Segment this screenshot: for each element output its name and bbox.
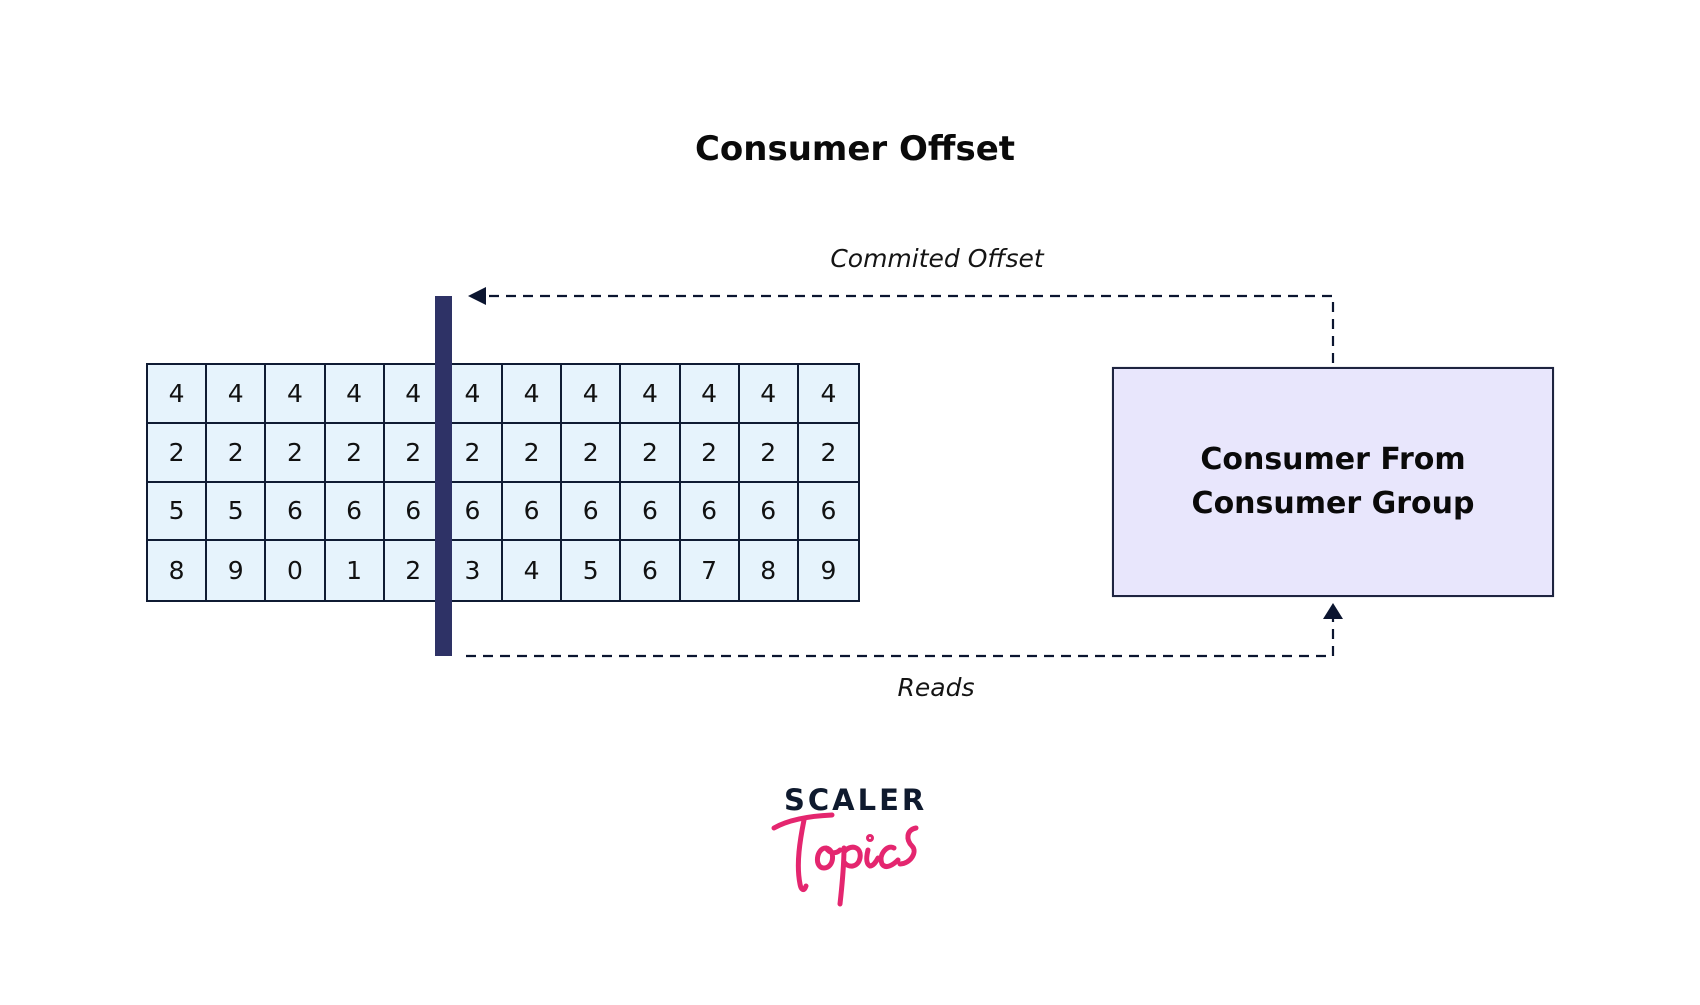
reads-arrowhead-icon xyxy=(1323,603,1343,619)
grid-cell: 2 xyxy=(562,423,622,483)
diagram-title: Consumer Offset xyxy=(694,129,1016,169)
reads-arrow-line xyxy=(466,619,1335,658)
grid-cell: 2 xyxy=(325,423,385,483)
grid-cell: 4 xyxy=(798,365,858,424)
grid-cell: 3 xyxy=(443,541,503,600)
grid-cell: 6 xyxy=(443,482,503,542)
grid-cell: 2 xyxy=(148,423,208,483)
grid-cell: 6 xyxy=(798,482,858,542)
grid-cell: 5 xyxy=(562,541,622,600)
grid-cell: 4 xyxy=(148,365,208,424)
grid-cell: 6 xyxy=(621,482,681,542)
grid-cell: 8 xyxy=(148,541,208,600)
grid-cell: 7 xyxy=(680,541,740,600)
grid-cell: 4 xyxy=(739,365,799,424)
grid-cell: 6 xyxy=(266,482,326,542)
grid-cell: 5 xyxy=(148,482,208,542)
grid-cell: 6 xyxy=(739,482,799,542)
grid-cell: 4 xyxy=(266,365,326,424)
grid-cell: 0 xyxy=(266,541,326,600)
grid-cell: 1 xyxy=(325,541,385,600)
grid-cell: 2 xyxy=(207,423,267,483)
logo-topics-script-icon xyxy=(771,812,919,907)
grid-cell: 4 xyxy=(384,365,444,424)
grid-cell: 9 xyxy=(207,541,267,600)
grid-cell: 2 xyxy=(503,423,563,483)
grid-cell: 4 xyxy=(207,365,267,424)
consumer-box-line-2: Consumer Group xyxy=(1191,486,1475,521)
grid-cell: 2 xyxy=(443,423,503,483)
grid-cell: 8 xyxy=(739,541,799,600)
grid-cell: 6 xyxy=(503,482,563,542)
consumer-box-line-1: Consumer From xyxy=(1200,442,1466,477)
committed-offset-arrowhead-icon xyxy=(468,287,486,305)
reads-label: Reads xyxy=(897,673,975,702)
grid-cell: 4 xyxy=(621,365,681,424)
committed-offset-marker xyxy=(435,296,452,656)
grid-cell: 4 xyxy=(680,365,740,424)
logo-brand-text: SCALER xyxy=(784,783,928,817)
grid-cell: 4 xyxy=(325,365,385,424)
grid-cell: 6 xyxy=(325,482,385,542)
grid-cell: 6 xyxy=(562,482,622,542)
grid-cell: 5 xyxy=(207,482,267,542)
grid-cell: 2 xyxy=(621,423,681,483)
grid-cell: 6 xyxy=(384,482,444,542)
consumer-group-box: Consumer From Consumer Group xyxy=(1112,367,1554,597)
grid-cell: 4 xyxy=(562,365,622,424)
committed-offset-label: Commited Offset xyxy=(830,244,1044,273)
grid-cell: 2 xyxy=(384,541,444,600)
grid-cell: 2 xyxy=(739,423,799,483)
grid-cell: 2 xyxy=(266,423,326,483)
grid-cell: 2 xyxy=(680,423,740,483)
grid-cell: 6 xyxy=(621,541,681,600)
grid-cell: 4 xyxy=(443,365,503,424)
grid-cell: 6 xyxy=(680,482,740,542)
grid-cell: 4 xyxy=(503,365,563,424)
grid-cell: 2 xyxy=(798,423,858,483)
scaler-topics-logo: SCALER xyxy=(770,780,930,910)
grid-cell: 4 xyxy=(503,541,563,600)
committed-offset-arrow-line xyxy=(486,294,1335,363)
grid-cell: 9 xyxy=(798,541,858,600)
